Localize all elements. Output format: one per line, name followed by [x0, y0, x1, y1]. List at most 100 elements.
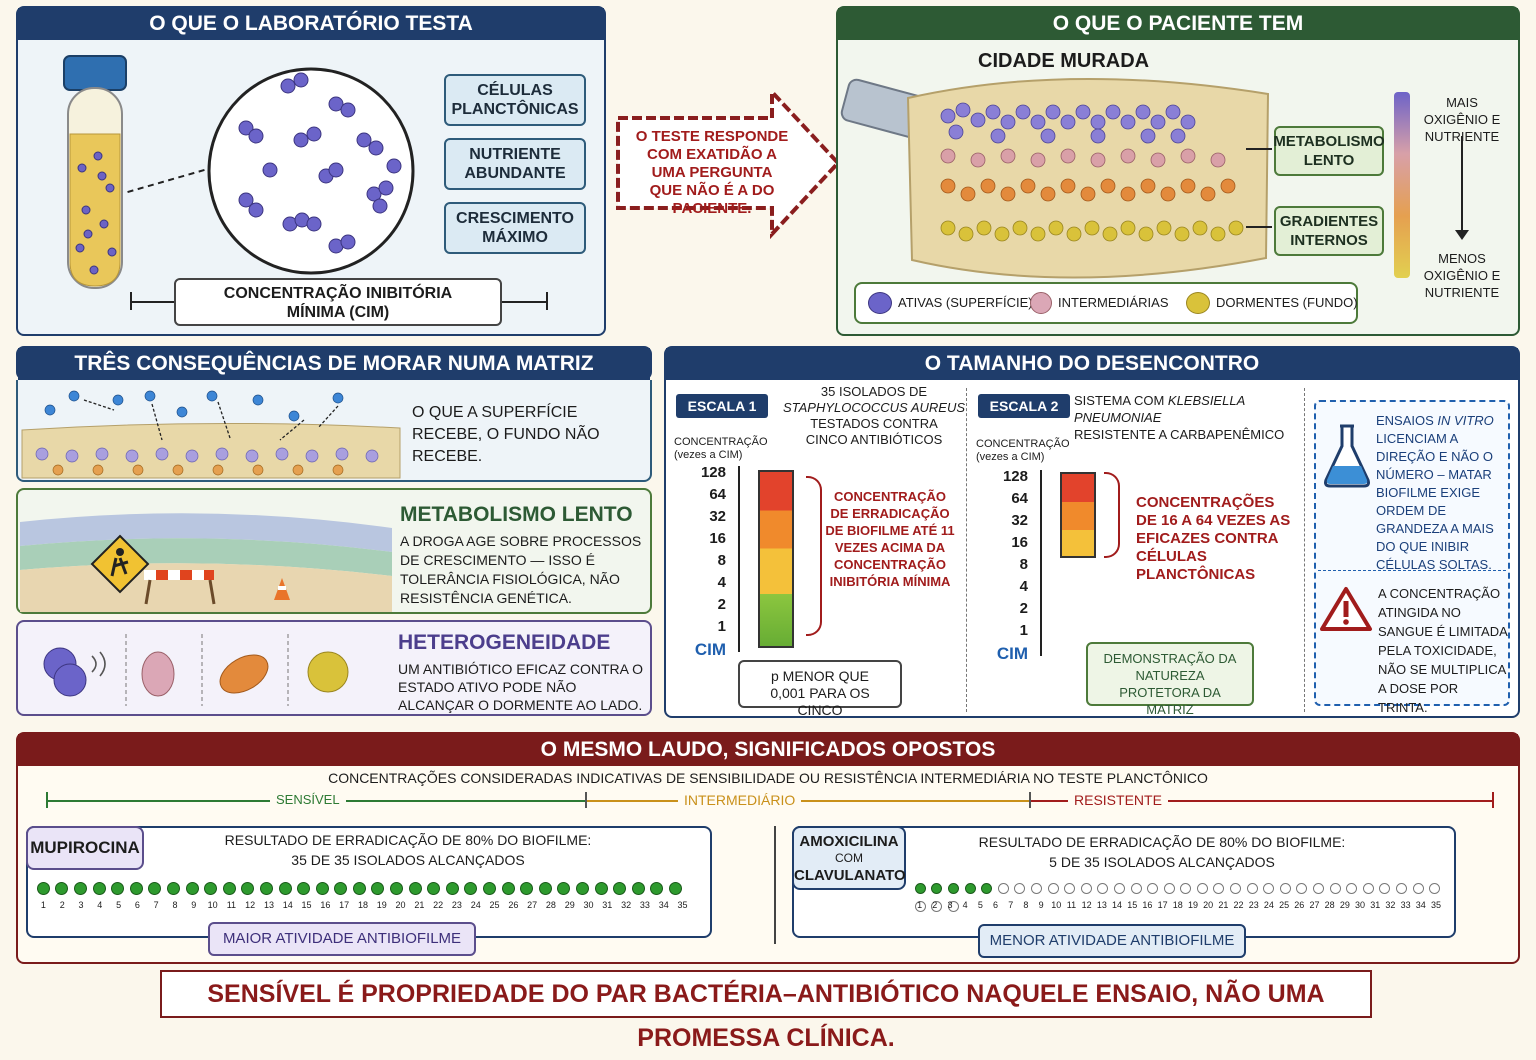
scale2-desc-organism: KLEBSIELLA PNEUMONIAE	[1074, 393, 1245, 425]
scale2-tick: 128	[1002, 468, 1028, 485]
isolate-number: 31	[1370, 900, 1381, 910]
pointer-line-1	[1246, 148, 1272, 150]
isolate-number: 5	[977, 900, 983, 910]
isolate-dot-not-achieved	[1296, 883, 1308, 895]
isolate-dot-not-achieved	[931, 901, 943, 913]
isolate-dot-achieved	[981, 883, 993, 895]
isolate-number: 12	[1081, 900, 1092, 910]
lab-title: O QUE O LABORATÓRIO TESTA	[18, 8, 604, 40]
isolate-number: 8	[1023, 900, 1029, 910]
scale1-desc-line3: TESTADOS CONTRA CINCO ANTIBIÓTICOS	[805, 416, 943, 447]
zone-tick-1	[585, 792, 587, 808]
isolate-number: 6	[134, 900, 140, 910]
isolate-number: 17	[339, 900, 350, 910]
isolate-dot-not-achieved	[997, 883, 1009, 895]
isolate-number: 18	[1172, 900, 1183, 910]
right-drug-badge: AMOXICILINA COM CLAVULANATO	[792, 826, 906, 890]
isolate-number: 18	[357, 900, 368, 910]
lab-box-growth: CRESCIMENTO MÁXIMO	[444, 202, 586, 254]
scale1-desc-line1: 35 ISOLADOS DE	[820, 384, 928, 399]
isolate-number: 32	[621, 900, 632, 910]
legend-intermediate-swatch	[1030, 292, 1052, 314]
invitro-em: IN VITRO	[1437, 413, 1494, 428]
isolate-number: 11	[226, 900, 237, 910]
isolate-dot-not-achieved	[1113, 883, 1125, 895]
right-result-line2: 5 DE 35 ISOLADOS ALCANÇADOS	[1049, 854, 1275, 870]
mismatch-divider-1	[966, 388, 967, 712]
scale1-badge: ESCALA 1	[676, 394, 768, 418]
zone-resistant-label: RESISTENTE	[1068, 792, 1168, 808]
isolate-dot-not-achieved	[1130, 883, 1142, 895]
isolate-number: 35	[1430, 900, 1441, 910]
gradient-arrow-head	[1455, 230, 1469, 240]
isolate-number: 13	[263, 900, 274, 910]
isolate-number: 4	[962, 900, 968, 910]
isolate-number: 17	[1157, 900, 1168, 910]
cim-label: CONCENTRAÇÃO INIBITÓRIA MÍNIMA (CIM)	[174, 278, 502, 326]
footer-statement: SENSÍVEL É PROPRIEDADE DO PAR BACTÉRIA–A…	[160, 970, 1372, 1052]
isolate-dot-not-achieved	[1279, 883, 1291, 895]
left-dots	[34, 880, 710, 898]
invitro-rest: LICENCIAM A DIREÇÃO E NÃO O NÚMERO – MAT…	[1376, 431, 1494, 572]
gradient-arrow-line	[1461, 136, 1463, 232]
isolate-dot-not-achieved	[1163, 883, 1175, 895]
isolate-dot-achieved	[668, 882, 682, 896]
scale2-tick: 4	[1019, 578, 1028, 595]
consequence-2-text: A DROGA AGE SOBRE PROCESSOS DE CRESCIMEN…	[400, 533, 642, 606]
scale1-tick: 16	[709, 530, 726, 547]
isolate-dot-not-achieved	[1097, 883, 1109, 895]
city-label: CIDADE MURADA	[978, 50, 1150, 72]
isolate-number: 25	[489, 900, 500, 910]
magnified-cells-circle	[207, 67, 415, 275]
isolate-dot-not-achieved	[1313, 883, 1325, 895]
isolate-number: 12	[245, 900, 256, 910]
consequence-3-title: HETEROGENEIDADE	[398, 631, 611, 654]
scale1-tick: 4	[717, 574, 726, 591]
scale2-desc-prefix: SISTEMA COM	[1074, 393, 1168, 408]
isolate-number: 32	[1385, 900, 1396, 910]
isolate-number: 31	[602, 900, 613, 910]
isolate-number: 6	[993, 900, 999, 910]
scale1-tick: 32	[709, 508, 726, 525]
scale2-desc-suffix: RESISTENTE A CARBAPENÊMICO	[1074, 427, 1285, 442]
isolate-dot-not-achieved	[1230, 883, 1242, 895]
isolate-number: 33	[639, 900, 650, 910]
isolate-dot-achieved	[390, 882, 404, 896]
scale1-tick: 1	[717, 618, 726, 635]
scale1-brace	[806, 476, 822, 636]
report-divider	[774, 826, 776, 944]
zone-tick-end	[1492, 792, 1494, 808]
isolate-dot-not-achieved	[1396, 883, 1408, 895]
isolate-number: 5	[116, 900, 122, 910]
report-title: O MESMO LAUDO, SIGNIFICADOS OPOSTOS	[18, 734, 1518, 766]
arrow-text: O TESTE RESPONDE COM EXATIDÃO A UMA PERG…	[635, 128, 789, 217]
isolate-number: 15	[1127, 900, 1138, 910]
isolate-dot-achieved	[278, 882, 292, 896]
left-drug-badge: MUPIROCINA	[26, 826, 144, 870]
scale2-brace	[1104, 472, 1120, 558]
invitro-prefix: ENSAIOS	[1376, 413, 1438, 428]
isolate-dot-achieved	[129, 882, 143, 896]
scale1-tick: 128	[700, 464, 726, 481]
isolate-number: 16	[1142, 900, 1153, 910]
invitro-divider	[1318, 570, 1506, 571]
zone-tick-start	[46, 792, 48, 808]
isolate-dot-not-achieved	[1379, 883, 1391, 895]
isolate-dot-not-achieved	[1030, 883, 1042, 895]
isolate-number: 16	[320, 900, 331, 910]
isolate-number: 10	[1051, 900, 1062, 910]
isolate-dot-achieved	[148, 882, 162, 896]
isolate-dot-not-achieved	[1246, 883, 1258, 895]
right-drug-line3: CLAVULANATO	[794, 867, 906, 884]
right-result-line1: RESULTADO DE ERRADICAÇÃO DE 80% DO BIOFI…	[978, 834, 1346, 850]
scale1-tick: 8	[717, 552, 726, 569]
isolate-dot-not-achieved	[1412, 883, 1424, 895]
right-dots	[912, 880, 1452, 916]
isolate-dot-achieved	[36, 882, 50, 896]
invitro-text: ENSAIOS IN VITRO LICENCIAM A DIREÇÃO E N…	[1376, 412, 1508, 574]
isolate-dot-not-achieved	[1429, 883, 1441, 895]
biofilm-city-illustration	[840, 77, 1270, 279]
isolate-number: 13	[1096, 900, 1107, 910]
isolate-number: 33	[1400, 900, 1411, 910]
mismatch-panel: O TAMANHO DO DESENCONTRO ESCALA 1 35 ISO…	[664, 346, 1520, 718]
